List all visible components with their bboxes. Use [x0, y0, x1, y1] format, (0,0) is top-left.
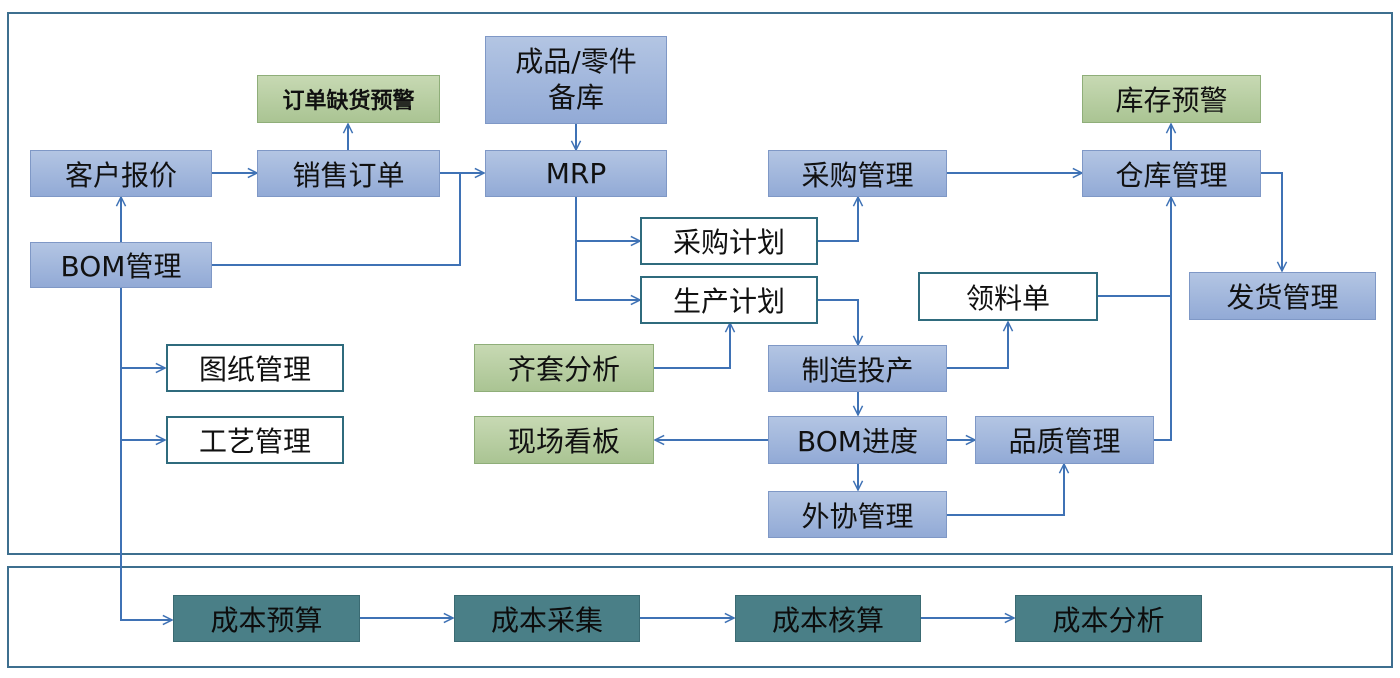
arrow-bom-to-mrp: [212, 173, 461, 266]
bom-management-node[interactable]: BOM管理: [30, 242, 212, 288]
process-management-node[interactable]: 工艺管理: [166, 416, 344, 464]
arrow-bom-to-cost-budget: [120, 288, 172, 620]
arrow-mrp-to-purchase-plan: [575, 197, 640, 241]
shipping-management-node[interactable]: 发货管理: [1189, 272, 1376, 320]
cost-accounting-node[interactable]: 成本核算: [735, 595, 921, 642]
mrp-node[interactable]: MRP: [485, 150, 667, 197]
cost-budget-node[interactable]: 成本预算: [173, 595, 360, 642]
arrow-manufacturing-to-requisition: [947, 322, 1008, 369]
inventory-alert-node[interactable]: 库存预警: [1082, 75, 1261, 123]
main-process-frame: [7, 12, 1393, 555]
order-shortage-alert-node[interactable]: 订单缺货预警: [257, 75, 440, 123]
kit-analysis-node[interactable]: 齐套分析: [474, 344, 654, 392]
warehouse-management-node[interactable]: 仓库管理: [1082, 150, 1261, 197]
purchase-plan-node[interactable]: 采购计划: [640, 217, 818, 265]
cost-analysis-node[interactable]: 成本分析: [1015, 595, 1202, 642]
bom-progress-node[interactable]: BOM进度: [768, 416, 947, 464]
customer-quote-node[interactable]: 客户报价: [30, 150, 212, 197]
arrow-production-plan-to-manufacturing: [818, 299, 858, 345]
purchase-management-node[interactable]: 采购管理: [768, 150, 947, 197]
quality-management-node[interactable]: 品质管理: [975, 416, 1154, 464]
arrow-purchase-plan-to-purchase-mgmt: [818, 197, 858, 242]
drawing-management-node[interactable]: 图纸管理: [166, 344, 344, 392]
arrow-kit-to-production-plan: [654, 323, 730, 369]
arrow-outsourcing-to-quality: [947, 464, 1064, 516]
manufacturing-release-node[interactable]: 制造投产: [768, 345, 947, 392]
outsourcing-management-node[interactable]: 外协管理: [768, 491, 947, 538]
arrow-quality-to-warehouse: [1154, 197, 1171, 441]
production-plan-node[interactable]: 生产计划: [640, 276, 818, 324]
arrow-mrp-to-production-plan: [575, 241, 640, 300]
cost-collection-node[interactable]: 成本采集: [454, 595, 640, 642]
material-requisition-node[interactable]: 领料单: [918, 272, 1098, 321]
finished-parts-stock-node[interactable]: 成品/零件备库: [485, 36, 667, 124]
shop-floor-board-node[interactable]: 现场看板: [474, 416, 654, 464]
sales-order-node[interactable]: 销售订单: [257, 150, 440, 197]
arrow-warehouse-to-shipping: [1261, 172, 1282, 271]
cost-process-frame: [7, 566, 1393, 668]
